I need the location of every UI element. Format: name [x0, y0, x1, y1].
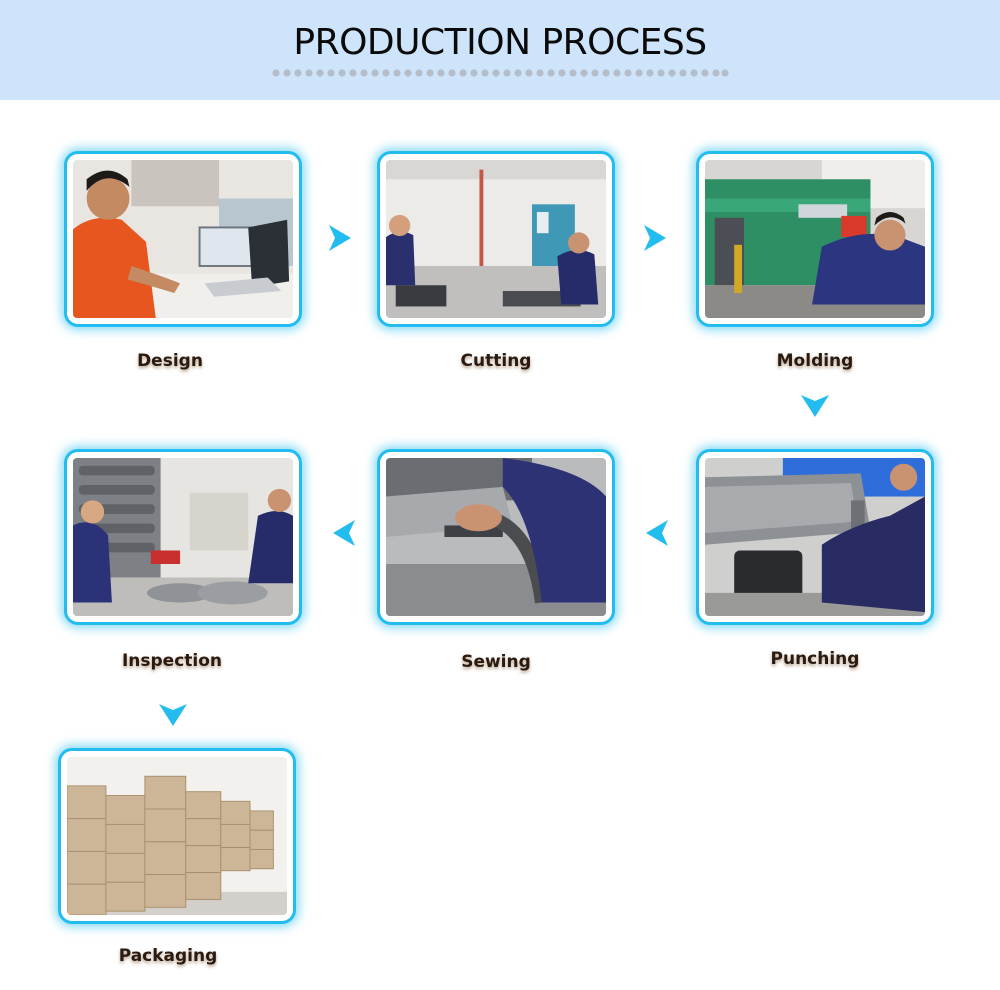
chevron-right-icon: [323, 221, 357, 255]
step-card-inspection: [64, 449, 302, 625]
step-card-molding: [696, 151, 934, 327]
step-label-design: Design: [137, 351, 203, 371]
punching-photo: [705, 458, 925, 616]
step-card-sewing: [377, 449, 615, 625]
chevron-down-icon: [156, 697, 190, 731]
sewing-photo: [386, 458, 606, 616]
step-card-punching: [696, 449, 934, 625]
step-label-sewing: Sewing: [461, 652, 531, 672]
header-band: [0, 0, 1000, 100]
step-card-cutting: [377, 151, 615, 327]
step-label-cutting: Cutting: [460, 351, 532, 371]
step-label-molding: Molding: [776, 351, 854, 371]
packaging-photo: [67, 757, 287, 915]
step-card-packaging: [58, 748, 296, 924]
step-label-punching: Punching: [770, 649, 860, 669]
step-label-packaging: Packaging: [118, 946, 218, 966]
step-card-design: [64, 151, 302, 327]
title-dots-divider: [272, 69, 729, 77]
chevron-left-icon: [327, 516, 361, 550]
page-title: PRODUCTION PROCESS: [293, 22, 707, 63]
molding-photo: [705, 160, 925, 318]
step-label-inspection: Inspection: [121, 651, 223, 671]
inspection-photo: [73, 458, 293, 616]
cutting-photo: [386, 160, 606, 318]
chevron-down-icon: [798, 388, 832, 422]
design-photo: [73, 160, 293, 318]
chevron-left-icon: [640, 516, 674, 550]
chevron-right-icon: [638, 221, 672, 255]
